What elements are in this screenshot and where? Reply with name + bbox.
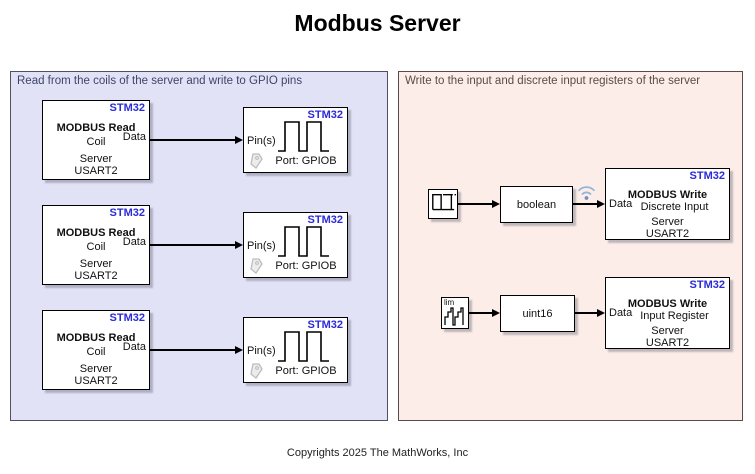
server-label: Server [79,258,113,270]
area-write-registers-label: Write to the input and discrete input re… [405,75,701,87]
signal-logging-badge-icon [578,186,595,200]
pin-tag-icon [250,258,263,274]
model-title: Modbus Server [294,10,461,36]
wire-line [469,312,492,314]
pins-in-port-label: Pin(s) [247,345,276,357]
counter-limited-label: lim [444,298,455,307]
square-wave-icon [278,121,329,152]
gpio-write-block-1[interactable]: STM32 Pin(s) Port: GPIOB [243,107,348,173]
wire-arrowhead [597,309,605,317]
square-wave-icon [278,331,329,362]
pulse-generator-icon [432,194,456,211]
modbus-write-input-register-block[interactable]: STM32 MODBUS Write Data Input Register S… [605,277,730,349]
data-out-port-label: Data [122,236,146,248]
stm32-tag: STM32 [307,214,343,226]
data-in-port-label: Data [609,307,633,319]
modbus-read-block-2[interactable]: STM32 MODBUS Read Data Coil Server USART… [42,205,150,285]
copyright-note: Copyrights 2025 The MathWorks, Inc [286,447,469,459]
register-label: Coil [86,136,106,148]
wire-arrowhead [235,241,243,249]
wire-arrowhead [492,200,500,208]
uint16-conversion-block[interactable]: uint16 [500,295,575,332]
counter-limited-icon [444,307,464,326]
wire-line [150,244,235,246]
wire-arrowhead [492,309,500,317]
square-wave-icon [278,226,329,257]
stm32-tag: STM32 [307,319,343,331]
pulse-source-block[interactable] [428,189,458,219]
usart-label: USART2 [645,337,690,349]
conversion-type-label: boolean [516,198,557,211]
stm32-tag: STM32 [307,109,343,121]
wire-line [150,139,235,141]
pins-in-port-label: Pin(s) [247,135,276,147]
register-label: Coil [86,241,106,253]
stm32-tag: STM32 [109,312,145,324]
stm32-tag: STM32 [689,279,725,291]
wire-arrowhead [235,346,243,354]
block-title: MODBUS Write [627,298,708,310]
server-label: Server [79,153,113,165]
wire-line [150,349,235,351]
wire-line [573,203,597,205]
usart-label: USART2 [74,375,118,387]
pins-in-port-label: Pin(s) [247,240,276,252]
wire-line [575,312,597,314]
server-label: Server [79,363,113,375]
data-in-port-label: Data [609,198,633,210]
stm32-tag: STM32 [689,170,725,182]
wire-line [458,203,492,205]
usart-label: USART2 [74,165,118,177]
area-write-registers[interactable]: Write to the input and discrete input re… [398,71,743,421]
data-out-port-label: Data [122,341,146,353]
gpio-port-caption: Port: GPIOB [275,155,337,167]
area-read-coils-label: Read from the coils of the server and wr… [17,75,303,87]
gpio-port-caption: Port: GPIOB [275,365,337,377]
wire-arrowhead [235,136,243,144]
pin-tag-icon [250,363,263,379]
register-label: Input Register [640,310,709,322]
server-label: Server [651,216,684,228]
gpio-write-block-2[interactable]: STM32 Pin(s) Port: GPIOB [243,212,348,278]
pin-tag-icon [250,153,263,169]
block-title: MODBUS Read [56,122,136,134]
block-title: MODBUS Read [56,227,136,239]
usart-label: USART2 [74,270,118,282]
register-label: Coil [86,346,106,358]
server-label: Server [651,325,684,337]
block-title: MODBUS Write [627,189,708,201]
modbus-read-block-1[interactable]: STM32 MODBUS Read Data Coil Server USART… [42,100,150,180]
stm32-tag: STM32 [109,207,145,219]
gpio-port-caption: Port: GPIOB [275,260,337,272]
stm32-tag: STM32 [109,102,145,114]
boolean-conversion-block[interactable]: boolean [500,186,573,223]
wire-arrowhead [597,200,605,208]
counter-source-block[interactable]: lim [441,297,469,329]
modbus-write-discrete-input-block[interactable]: STM32 MODBUS Write Data Discrete Input S… [605,168,730,240]
register-label: Discrete Input [640,201,709,213]
data-out-port-label: Data [122,131,146,143]
modbus-read-block-3[interactable]: STM32 MODBUS Read Data Coil Server USART… [42,310,150,390]
usart-label: USART2 [645,228,690,240]
gpio-write-block-3[interactable]: STM32 Pin(s) Port: GPIOB [243,317,348,383]
conversion-type-label: uint16 [522,307,553,320]
block-title: MODBUS Read [56,332,136,344]
